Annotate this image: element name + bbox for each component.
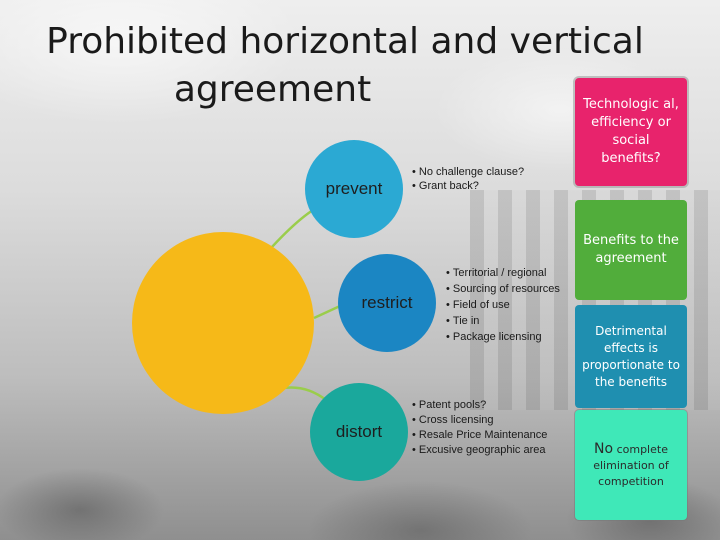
hub-circle <box>132 232 314 414</box>
detrimental-effects-text: Detrimental effects is proportionate to … <box>581 323 681 391</box>
technological-benefits-box: Technologic al, efficiency or social ben… <box>575 78 687 186</box>
prevent-bullets: No challenge clause? Grant back? <box>412 165 524 193</box>
detrimental-effects-box: Detrimental effects is proportionate to … <box>575 305 687 408</box>
prevent-circle: prevent <box>305 140 403 238</box>
restrict-bullets: Territorial / regional Sourcing of resou… <box>446 265 560 345</box>
no-elimination-text: No complete elimination of competition <box>581 441 681 490</box>
connector-restrict <box>314 306 340 318</box>
restrict-bullet-item: Territorial / regional <box>446 265 560 281</box>
benefits-box: Benefits to the agreement <box>575 200 687 300</box>
restrict-bullet-item: Tie in <box>446 313 560 329</box>
restrict-bullet-item: Sourcing of resources <box>446 281 560 297</box>
prevent-bullet-item: Grant back? <box>412 179 524 193</box>
no-label: No <box>594 441 613 457</box>
restrict-circle: restrict <box>338 254 436 352</box>
prevent-bullet-item: No challenge clause? <box>412 165 524 179</box>
distort-bullets: Patent pools? Cross licensing Resale Pri… <box>412 398 547 458</box>
distort-bullet-item: Excusive geographic area <box>412 443 547 458</box>
restrict-bullet-item: Field of use <box>446 297 560 313</box>
restrict-bullet-item: Package licensing <box>446 329 560 345</box>
no-elimination-box: No complete elimination of competition <box>575 410 687 520</box>
distort-circle: distort <box>310 383 408 481</box>
distort-bullet-item: Resale Price Maintenance <box>412 428 547 443</box>
distort-bullet-item: Cross licensing <box>412 413 547 428</box>
benefits-text: Benefits to the agreement <box>581 232 681 268</box>
distort-bullet-item: Patent pools? <box>412 398 547 413</box>
technological-benefits-text: Technologic al, efficiency or social ben… <box>581 96 681 168</box>
